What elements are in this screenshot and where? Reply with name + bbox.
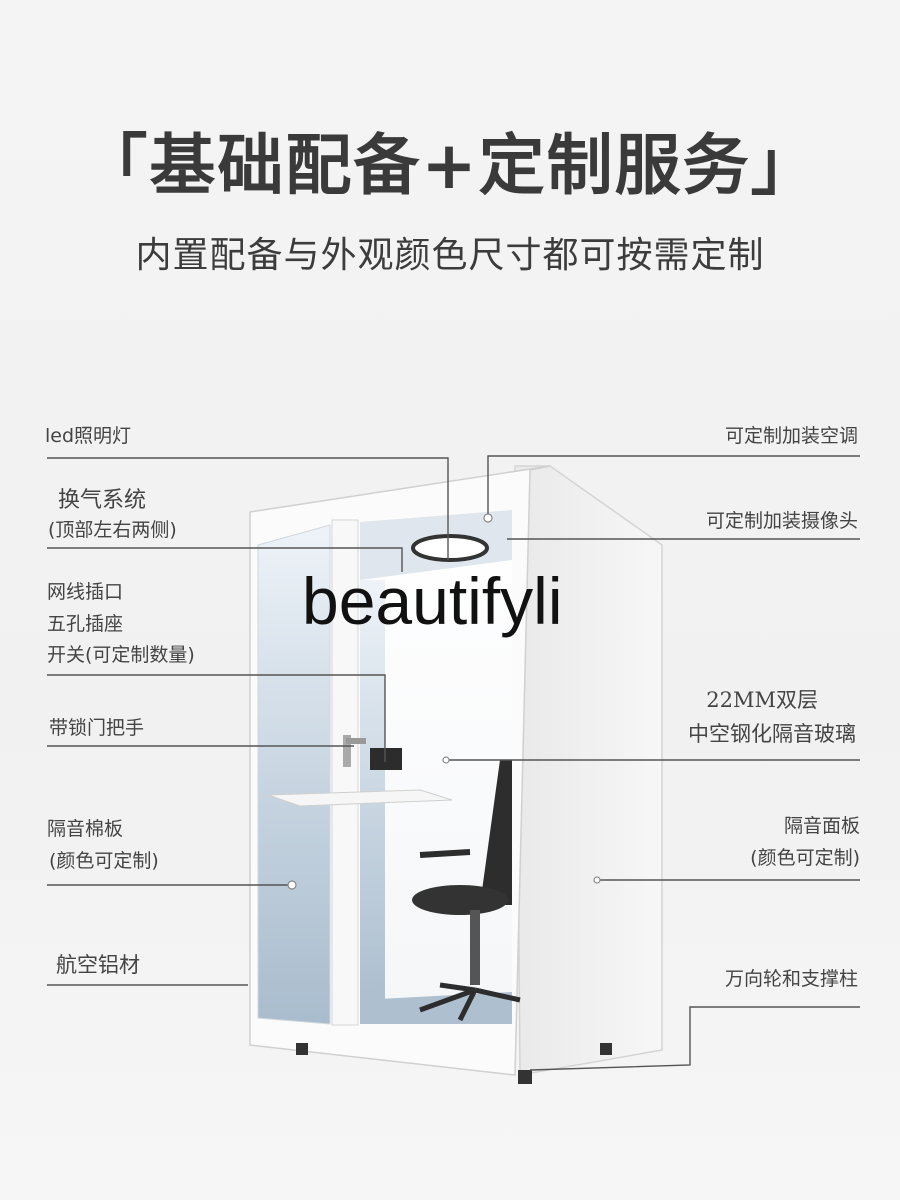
socket-panel <box>370 748 402 770</box>
wheel <box>296 1043 308 1055</box>
door-divider <box>331 519 359 1026</box>
subheadline: 内置配备与外观颜色尺寸都可按需定制 <box>135 235 765 276</box>
label-ventilation-note: (顶部左右两侧) <box>48 519 177 541</box>
label-ventilation: 换气系统 <box>58 488 147 513</box>
label-wheels: 万向轮和支撑柱 <box>724 968 858 990</box>
watermark: beautifyli <box>302 564 563 638</box>
floor <box>360 992 512 1024</box>
label-socket: 五孔插座 <box>47 613 124 635</box>
door-handle <box>343 735 351 767</box>
label-aluminum: 航空铝材 <box>56 953 140 977</box>
label-sound-cotton-note: (颜色可定制) <box>49 850 159 872</box>
label-door-handle: 带锁门把手 <box>49 717 145 739</box>
label-sound-panel-note: (颜色可定制) <box>750 847 860 869</box>
label-air-conditioner: 可定制加装空调 <box>724 425 858 447</box>
label-glass-type: 中空钢化隔音玻璃 <box>688 722 856 746</box>
led-ring-light <box>411 534 489 562</box>
side-panel <box>514 465 663 1076</box>
label-switch: 开关(可定制数量) <box>47 644 195 666</box>
desk <box>267 789 453 807</box>
left-glass-panel <box>257 524 331 1025</box>
label-network-port: 网线插口 <box>47 581 124 603</box>
label-sound-cotton: 隔音棉板 <box>47 818 124 840</box>
label-camera: 可定制加装摄像头 <box>705 510 858 532</box>
label-glass-thickness: 22MM双层 <box>706 688 818 712</box>
label-sound-panel: 隔音面板 <box>783 815 860 837</box>
interior <box>362 522 512 1022</box>
office-chair <box>412 760 521 1022</box>
headline: 「基础配备+定制服务」 <box>81 127 819 204</box>
label-led-light: led照明灯 <box>45 425 132 447</box>
